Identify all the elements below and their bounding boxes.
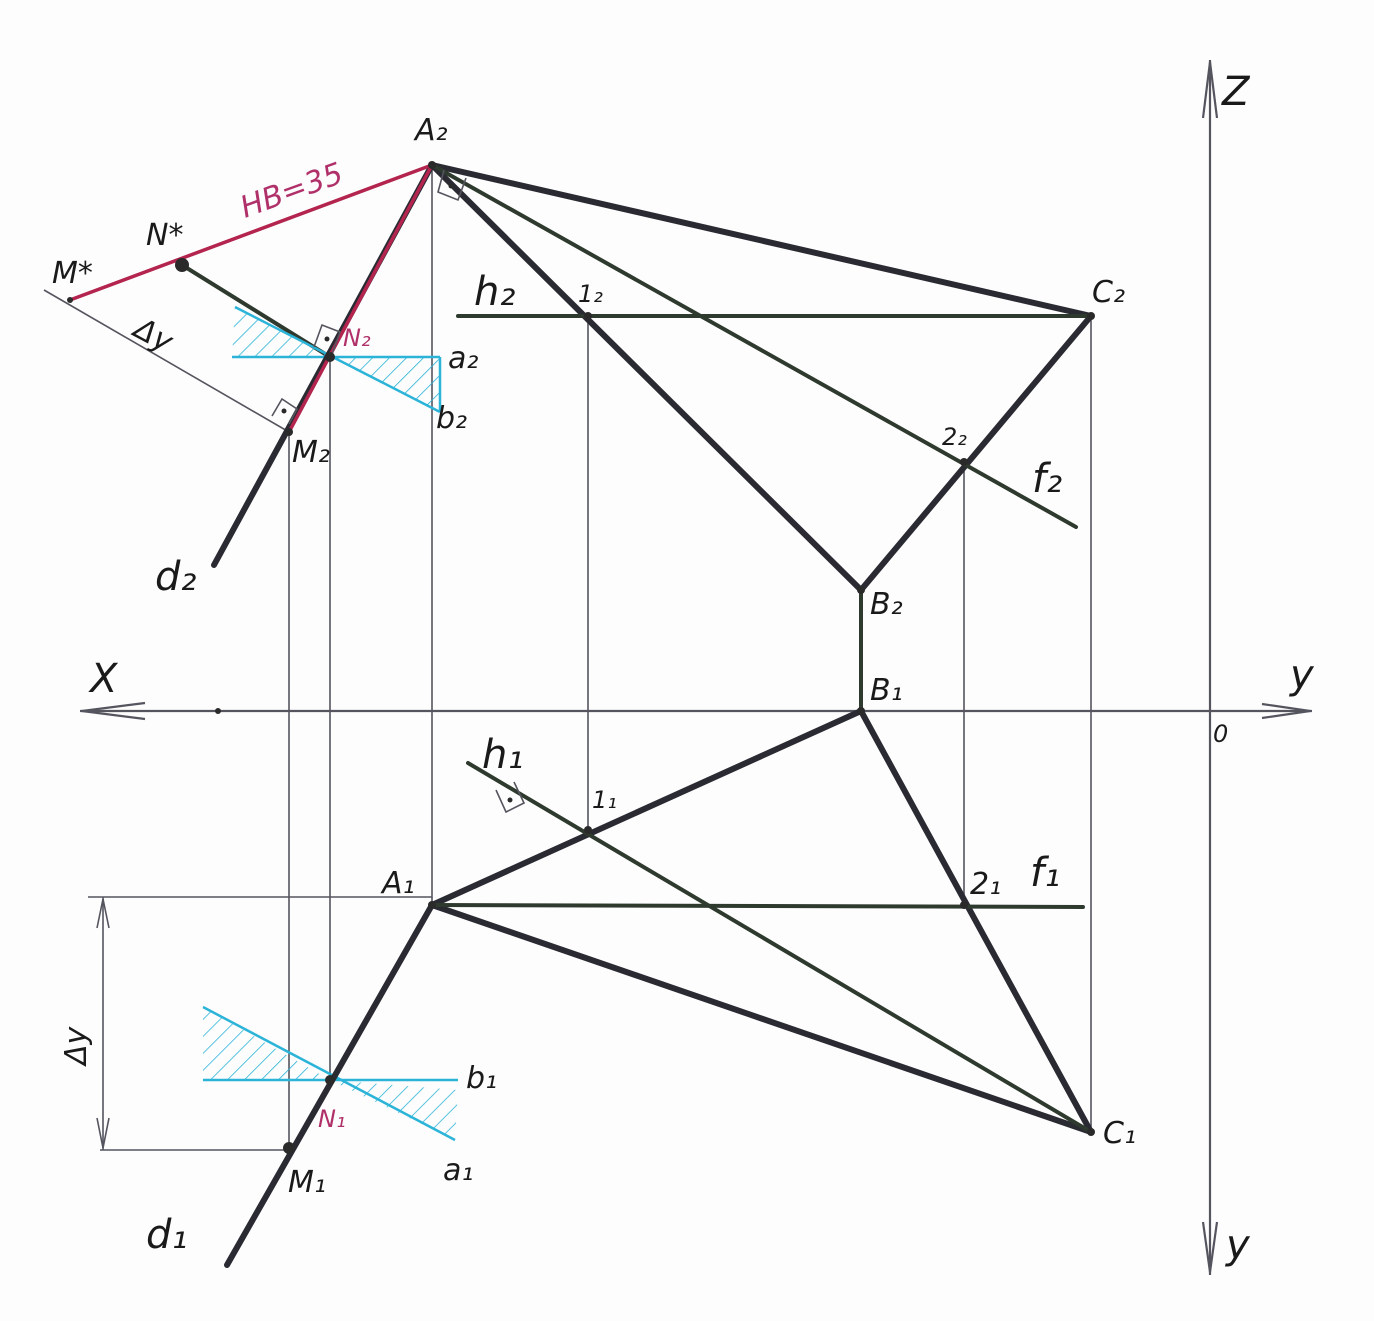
label-b1-small: b₁ xyxy=(466,1061,497,1096)
plane-a1-trace xyxy=(202,1005,456,1142)
right-angle-h1-dot xyxy=(507,797,513,803)
true-length-hypotenuse xyxy=(68,163,434,302)
edge-b1-c1 xyxy=(858,708,1094,1135)
label-12: 1₂ xyxy=(578,280,603,308)
label-a2: A₂ xyxy=(413,113,448,148)
label-n-star: N* xyxy=(146,218,183,253)
line-d1 xyxy=(224,902,435,1268)
plane-b2-trace xyxy=(234,305,441,414)
label-delta-y-bottom: Δy xyxy=(59,1025,94,1067)
label-22: 2₂ xyxy=(942,423,967,451)
label-h2: h₂ xyxy=(474,269,515,315)
point-m-star xyxy=(67,297,73,303)
right-angle-m2 xyxy=(271,397,299,425)
point-n-star xyxy=(175,258,189,272)
label-b2: B₂ xyxy=(870,587,903,622)
edge-a2-b2 xyxy=(429,162,864,593)
label-d1: d₁ xyxy=(146,1212,187,1258)
label-f2: f₂ xyxy=(1032,456,1062,502)
label-a2-small: a₂ xyxy=(448,341,478,376)
edge-a1-c1 xyxy=(429,902,1094,1135)
edge-a2-c2 xyxy=(429,162,1094,319)
projection-lines xyxy=(43,165,1092,1151)
line-h1 xyxy=(466,761,1093,1134)
line-f2 xyxy=(430,163,1078,529)
points xyxy=(67,161,1095,1154)
delta-y-arrow-top xyxy=(96,898,110,929)
label-d2: d₂ xyxy=(155,554,196,600)
point-22 xyxy=(960,458,968,466)
label-origin: 0 xyxy=(1213,720,1228,748)
axis-tick-dot xyxy=(215,708,221,714)
point-11 xyxy=(584,826,592,834)
delta-y-true-length-leg xyxy=(43,289,290,433)
labels: Z X y y 0 A₂ C₂ B₂ B₁ A₁ C₁ h₂ 1₂ 2₂ f₂ … xyxy=(52,69,1315,1268)
label-11: 1₁ xyxy=(592,786,617,814)
label-n2: N₂ xyxy=(343,324,371,352)
right-angle-n2-dot xyxy=(324,336,330,342)
edge-b2-c2 xyxy=(858,313,1094,593)
right-angle-n2 xyxy=(313,323,342,355)
label-h1: h₁ xyxy=(482,732,523,778)
point-m1 xyxy=(283,1142,295,1154)
label-y-right: y xyxy=(1289,652,1315,698)
point-m2 xyxy=(285,428,293,436)
x-axis-arrow-left xyxy=(81,701,146,721)
label-b1: B₁ xyxy=(870,673,903,708)
true-length-construction xyxy=(68,163,434,434)
label-c2: C₂ xyxy=(1092,275,1125,310)
point-12 xyxy=(584,312,592,320)
label-m-star: M* xyxy=(52,256,93,291)
label-x: X xyxy=(88,656,119,702)
label-m1: M₁ xyxy=(288,1165,326,1200)
true-length-d2-segment xyxy=(287,163,434,434)
point-n1 xyxy=(325,1075,335,1085)
label-f1: f₁ xyxy=(1030,850,1060,896)
edge-a1-b1 xyxy=(429,708,864,908)
y-axis-arrow-right xyxy=(1261,702,1311,720)
right-angle-markers xyxy=(271,169,526,814)
right-angle-a2 xyxy=(437,169,467,202)
label-m2: M₂ xyxy=(292,435,330,470)
axes xyxy=(80,60,1312,1275)
point-c2 xyxy=(1087,312,1095,320)
label-a1-small: a₁ xyxy=(443,1153,473,1188)
point-21 xyxy=(960,901,968,909)
horizontal-projection xyxy=(224,708,1094,1268)
label-c1: C₁ xyxy=(1103,1116,1136,1151)
label-a1: A₁ xyxy=(380,866,415,901)
label-true-length: HB=35 xyxy=(236,156,348,225)
z-axis-arrow-up xyxy=(1201,61,1219,119)
label-z: Z xyxy=(1221,69,1251,115)
label-21: 2₁ xyxy=(970,867,1001,902)
point-a1 xyxy=(428,901,436,909)
right-angle-h1 xyxy=(495,781,526,814)
label-n1: N₁ xyxy=(318,1105,346,1133)
label-delta-y-top: Δy xyxy=(126,310,179,360)
right-angle-m2-dot xyxy=(281,408,287,414)
point-c1 xyxy=(1087,1128,1095,1136)
point-b1 xyxy=(857,707,865,715)
label-b2-small: b₂ xyxy=(436,401,467,436)
right-angle-a2-dot xyxy=(448,183,454,189)
label-y-down: y xyxy=(1225,1222,1251,1268)
line-f1 xyxy=(430,903,1085,909)
delta-y-arrow-bottom xyxy=(96,1117,110,1149)
point-a2 xyxy=(428,161,436,169)
point-b2 xyxy=(857,586,865,594)
y-axis-arrow-down xyxy=(1201,1221,1219,1273)
point-n2 xyxy=(325,352,335,362)
